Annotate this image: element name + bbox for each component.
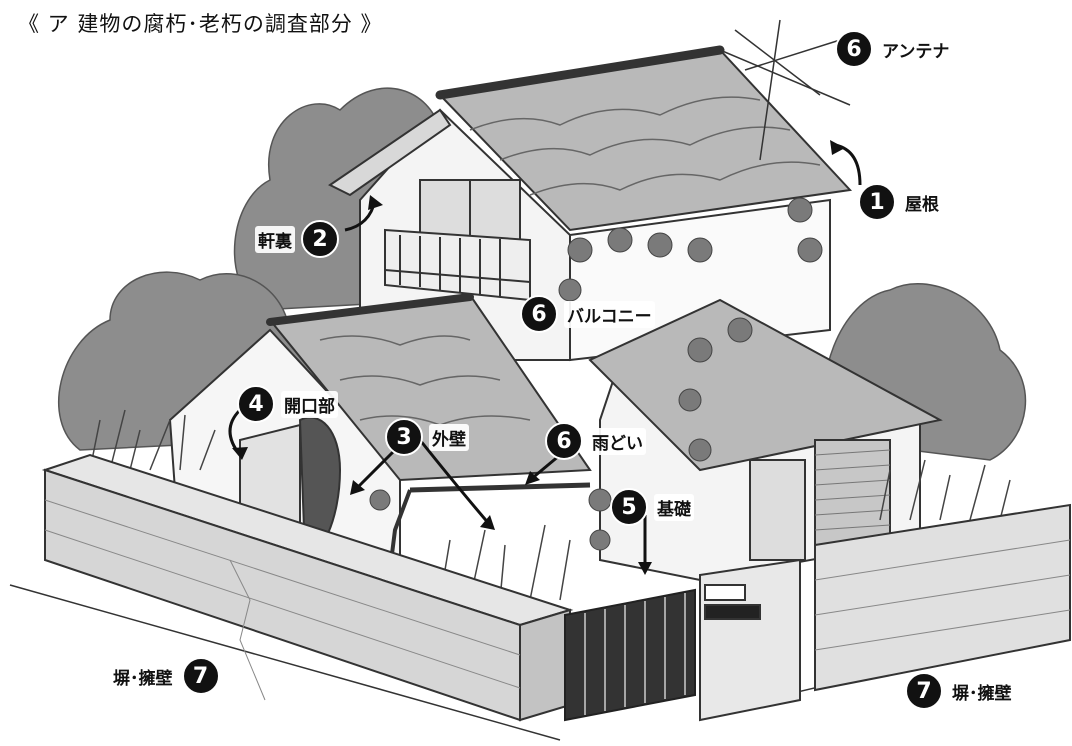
callout-antenna: 6 アンテナ (835, 30, 953, 68)
left-wall (41, 453, 574, 722)
gate (564, 588, 696, 722)
number-badge: 6 (545, 422, 583, 460)
callout-label: 屋根 (902, 188, 942, 216)
number-badge: 2 (301, 220, 339, 258)
callout-label: 塀･擁壁 (110, 662, 176, 690)
number-badge: 4 (237, 385, 275, 423)
number-badge: 5 (610, 488, 648, 526)
callout-label: 雨どい (589, 427, 646, 455)
callout-eaves: 軒裏 2 (255, 220, 339, 258)
callout-roof: 1 屋根 (858, 183, 942, 221)
number-badge: 1 (858, 183, 896, 221)
vines (369, 197, 823, 551)
right-wall (699, 503, 1071, 722)
callout-balcony: 6 バルコニー (520, 295, 655, 333)
callout-gutter: 6 雨どい (545, 422, 646, 460)
upper-roof (328, 45, 853, 232)
callout-foundation: 5 基礎 (610, 488, 694, 526)
callout-exterior-wall: 3 外壁 (385, 418, 469, 456)
number-badge: 6 (835, 30, 873, 68)
balcony (384, 228, 531, 302)
callout-label: 塀･擁壁 (949, 677, 1015, 705)
callout-openings: 4 開口部 (237, 385, 338, 423)
number-badge: 7 (905, 672, 943, 710)
callout-label: 開口部 (281, 390, 338, 418)
callout-fence-left: 塀･擁壁 7 (110, 657, 220, 695)
number-badge: 6 (520, 295, 558, 333)
callout-label: 軒裏 (255, 225, 295, 253)
number-badge: 3 (385, 418, 423, 456)
arrow-heads (232, 140, 845, 575)
callout-label: アンテナ (879, 35, 953, 63)
callout-fence-right: 7 塀･擁壁 (905, 672, 1015, 710)
antenna (719, 19, 851, 161)
callout-label: バルコニー (564, 300, 655, 328)
callout-label: 外壁 (429, 423, 469, 451)
callout-label: 基礎 (654, 493, 694, 521)
page-title: 《 ア 建物の腐朽･老朽の調査部分 》 (18, 12, 383, 36)
number-badge: 7 (181, 657, 220, 695)
